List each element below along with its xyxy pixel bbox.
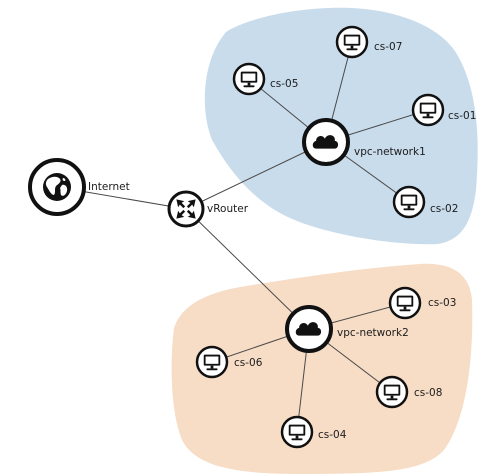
vpc-network2-node[interactable]: vpc-network2	[285, 305, 409, 353]
globe-icon	[43, 173, 71, 201]
cs-02-node[interactable]: cs-02	[392, 185, 458, 219]
internet-label: Internet	[88, 181, 130, 193]
cs-01-node[interactable]: cs-01	[411, 93, 476, 127]
cs-06-node[interactable]: cs-06	[195, 345, 263, 379]
cs-08-node[interactable]: cs-08	[375, 375, 442, 409]
cs-07-label: cs-07	[374, 41, 402, 53]
cs-05-label: cs-05	[270, 78, 298, 90]
cs-07-node[interactable]: cs-07	[335, 25, 402, 59]
link-vrouter-network1	[185, 141, 327, 210]
cs-04-node[interactable]: cs-04	[280, 415, 347, 449]
vpc-network1-label: vpc-network1	[354, 146, 426, 158]
cs-06-label: cs-06	[234, 357, 263, 369]
vpc-network1-node[interactable]: vpc-network1	[302, 118, 426, 166]
link-vrouter-network2	[185, 208, 310, 330]
cs-03-label: cs-03	[428, 297, 456, 309]
cs-05-node[interactable]: cs-05	[232, 62, 298, 96]
vpc-network2-label: vpc-network2	[337, 327, 409, 339]
vrouter-node[interactable]: vRouter	[167, 190, 249, 228]
cs-04-label: cs-04	[318, 429, 347, 441]
cs-03-node[interactable]: cs-03	[388, 286, 456, 320]
internet-node[interactable]: Internet	[28, 158, 130, 216]
vrouter-label: vRouter	[207, 203, 249, 215]
cs-08-label: cs-08	[414, 387, 442, 399]
cs-01-label: cs-01	[448, 110, 476, 122]
cs-02-label: cs-02	[430, 203, 458, 215]
